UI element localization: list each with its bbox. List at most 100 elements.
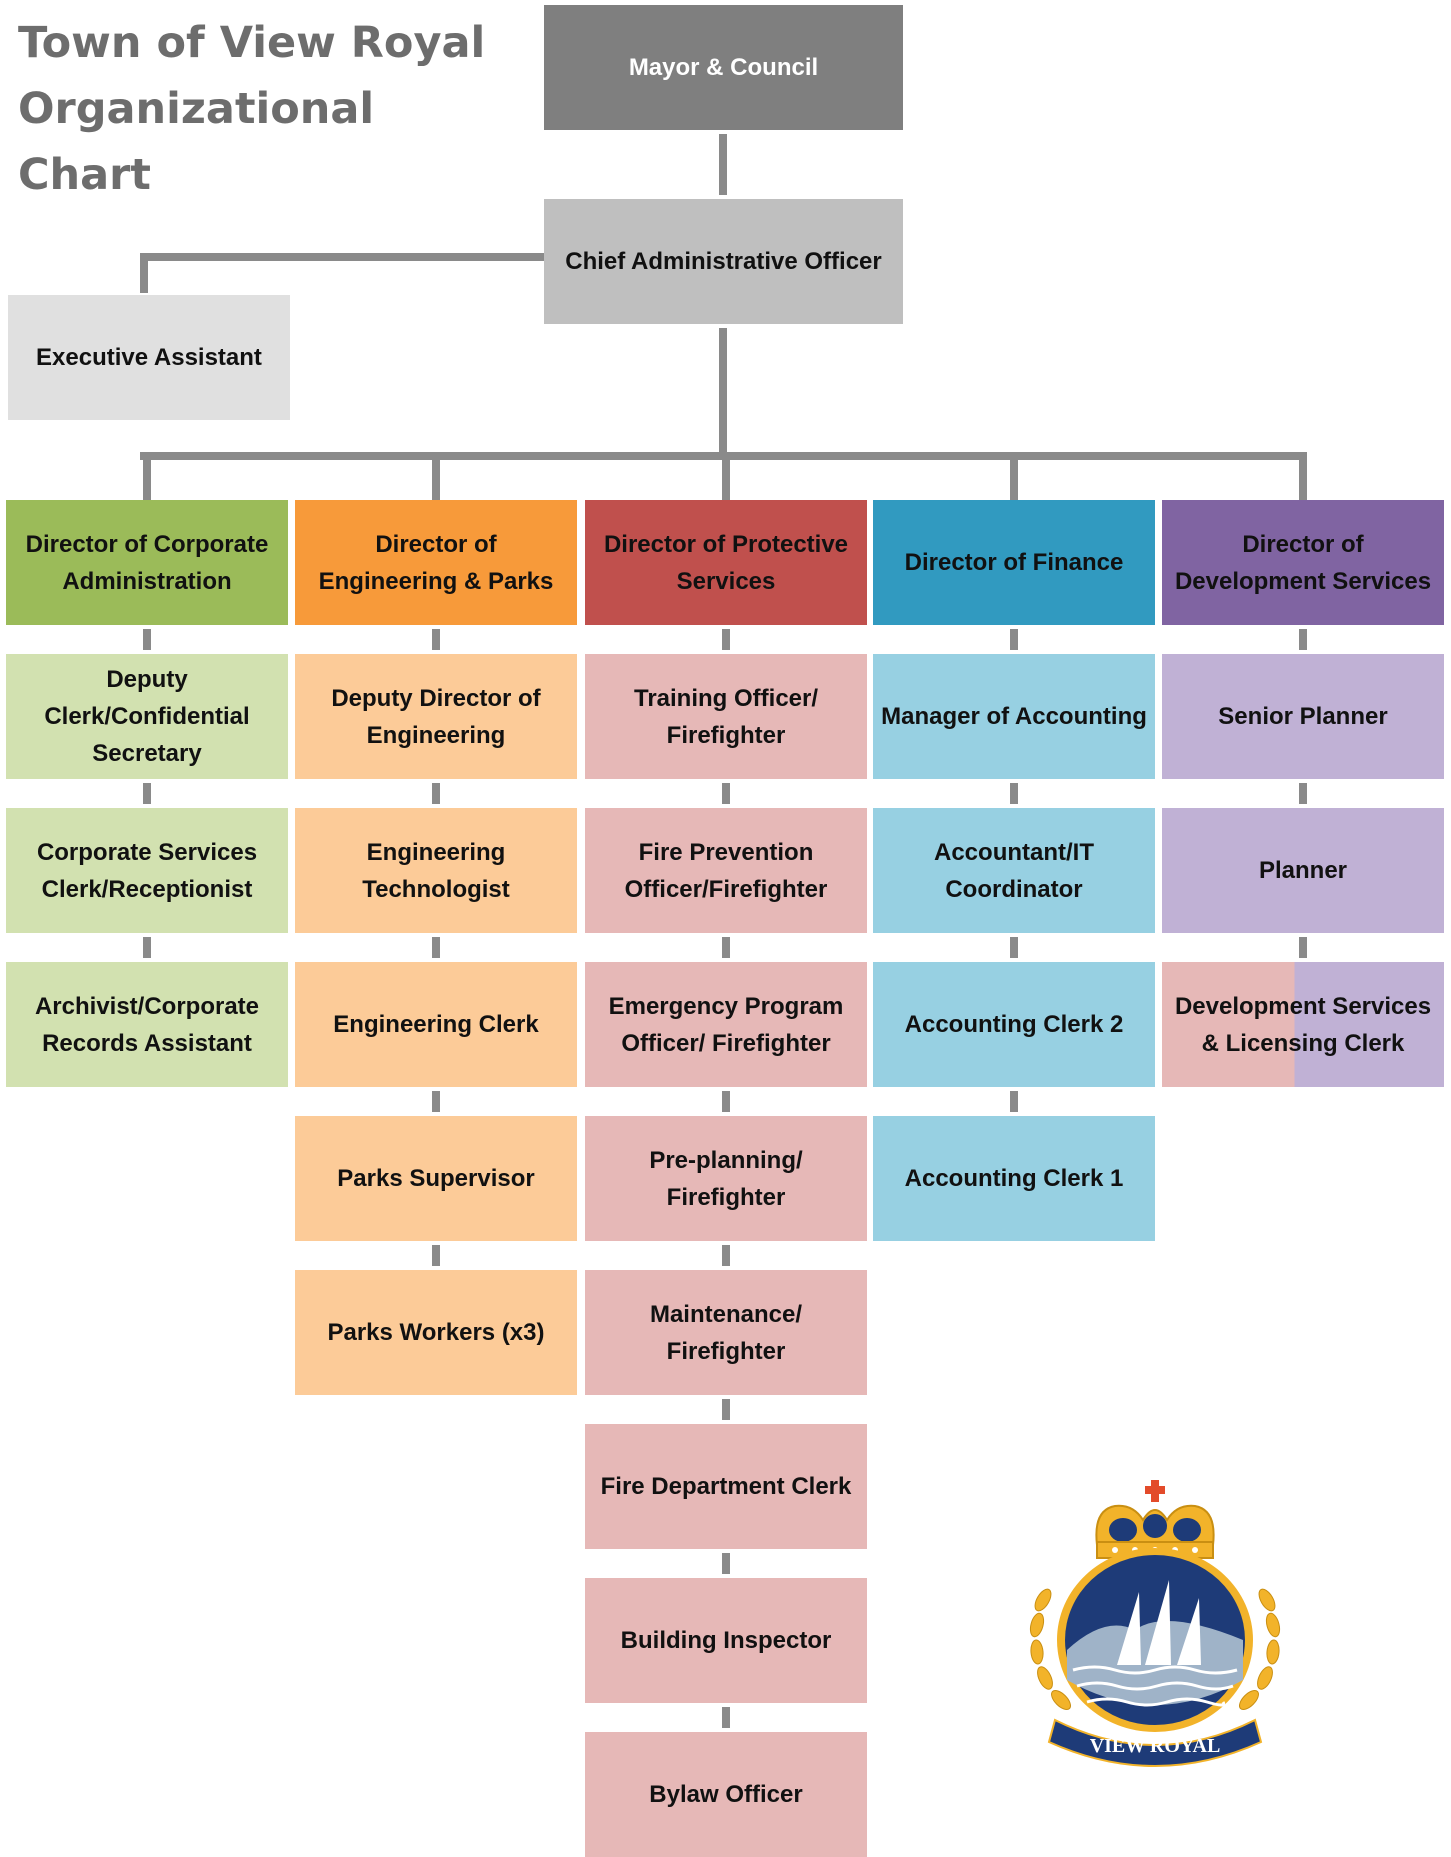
- staff-protective-services-5-box: Maintenance/ Firefighter: [585, 1270, 867, 1395]
- staff-protective-services-5-box-label: Maintenance/ Firefighter: [649, 1300, 803, 1365]
- logo-text: VIEW ROYAL: [1090, 1735, 1221, 1757]
- connector-protective-services-2: [722, 783, 730, 804]
- staff-protective-services-1-box-label: Training Officer/ Firefighter: [633, 684, 819, 749]
- staff-development-services-1-box-label: Senior Planner: [1218, 703, 1388, 730]
- connector-development-services-3: [1299, 937, 1307, 958]
- staff-protective-services-6-box-label: Fire Department Clerk: [600, 1473, 852, 1500]
- staff-protective-services-8-box: Bylaw Officer: [585, 1732, 867, 1857]
- cao-box: Chief Administrative Officer: [544, 199, 903, 324]
- executive-assistant-box-label: Executive Assistant: [36, 344, 262, 371]
- staff-protective-services-8-box-label: Bylaw Officer: [649, 1781, 803, 1808]
- staff-corporate-administration-3-box-label: Archivist/Corporate Records Assistant: [34, 992, 260, 1057]
- staff-development-services-1-box: Senior Planner: [1162, 654, 1444, 779]
- director-development-services-box: Director of Development Services: [1162, 500, 1444, 625]
- connector-engineering-parks-5: [432, 1245, 440, 1266]
- staff-finance-3-box: Accounting Clerk 2: [873, 962, 1155, 1087]
- staff-engineering-parks-4-box-label: Parks Supervisor: [337, 1165, 535, 1192]
- cao-to-ea-vertical-line: [140, 253, 148, 293]
- chart-title-line-1: Town of View Royal: [18, 18, 486, 68]
- connector-finance-2: [1010, 783, 1018, 804]
- mayor-council-box: Mayor & Council: [544, 5, 903, 130]
- staff-engineering-parks-3-box: Engineering Clerk: [295, 962, 577, 1087]
- staff-corporate-administration-1-box-label: Deputy Clerk/Confidential Secretary: [44, 666, 250, 767]
- drop-line-engineering-parks: [432, 452, 440, 500]
- staff-development-services-2-box: Planner: [1162, 808, 1444, 933]
- staff-development-services-3-box: Development Services & Licensing Clerk: [1162, 962, 1444, 1087]
- connector-finance-1: [1010, 629, 1018, 650]
- staff-engineering-parks-2-box: Engineering Technologist: [295, 808, 577, 933]
- cao-to-ea-horizontal-line: [140, 253, 544, 261]
- mayor-council-box-label: Mayor & Council: [628, 54, 819, 81]
- connector-corporate-administration-1: [143, 629, 151, 650]
- staff-protective-services-7-box: Building Inspector: [585, 1578, 867, 1703]
- connector-protective-services-8: [722, 1707, 730, 1728]
- chart-title: Town of View Royal Organizational Chart: [18, 10, 518, 208]
- connector-development-services-2: [1299, 783, 1307, 804]
- connector-corporate-administration-2: [143, 783, 151, 804]
- staff-corporate-administration-2-box: Corporate Services Clerk/Receptionist: [6, 808, 288, 933]
- staff-development-services-3-box-label: Development Services & Licensing Clerk: [1174, 992, 1432, 1057]
- staff-protective-services-3-box-label: Emergency Program Officer/ Firefighter: [608, 992, 844, 1057]
- staff-engineering-parks-1-box-label: Deputy Director of Engineering: [331, 684, 541, 749]
- staff-finance-1-box: Manager of Accounting: [873, 654, 1155, 779]
- staff-engineering-parks-5-box: Parks Workers (x3): [295, 1270, 577, 1395]
- staff-protective-services-2-box-label: Fire Prevention Officer/Firefighter: [624, 838, 828, 903]
- mayor-to-cao-line: [719, 134, 727, 195]
- staff-protective-services-1-box: Training Officer/ Firefighter: [585, 654, 867, 779]
- staff-engineering-parks-3-box-label: Engineering Clerk: [333, 1011, 539, 1038]
- staff-protective-services-4-box: Pre-planning/ Firefighter: [585, 1116, 867, 1241]
- staff-engineering-parks-1-box: Deputy Director of Engineering: [295, 654, 577, 779]
- connector-engineering-parks-4: [432, 1091, 440, 1112]
- staff-corporate-administration-3-box: Archivist/Corporate Records Assistant: [6, 962, 288, 1087]
- director-finance-box-label: Director of Finance: [904, 549, 1124, 576]
- connector-engineering-parks-1: [432, 629, 440, 650]
- staff-engineering-parks-4-box: Parks Supervisor: [295, 1116, 577, 1241]
- drop-line-development-services: [1299, 452, 1307, 500]
- connector-protective-services-7: [722, 1553, 730, 1574]
- director-corporate-administration-box: Director of Corporate Administration: [6, 500, 288, 625]
- director-protective-services-box-label: Director of Protective Services: [603, 530, 849, 595]
- drop-line-protective-services: [722, 452, 730, 500]
- staff-corporate-administration-1-box: Deputy Clerk/Confidential Secretary: [6, 654, 288, 779]
- drop-line-finance: [1010, 452, 1018, 500]
- connector-protective-services-3: [722, 937, 730, 958]
- connector-engineering-parks-3: [432, 937, 440, 958]
- staff-development-services-2-box-label: Planner: [1258, 857, 1348, 884]
- staff-protective-services-6-box: Fire Department Clerk: [585, 1424, 867, 1549]
- connector-finance-3: [1010, 937, 1018, 958]
- director-protective-services-box: Director of Protective Services: [585, 500, 867, 625]
- staff-protective-services-4-box-label: Pre-planning/ Firefighter: [649, 1146, 803, 1211]
- staff-finance-4-box-label: Accounting Clerk 1: [904, 1165, 1124, 1192]
- staff-finance-2-box-label: Accountant/IT Coordinator: [934, 838, 1094, 903]
- executive-assistant-box: Executive Assistant: [8, 295, 290, 420]
- staff-protective-services-7-box-label: Building Inspector: [620, 1627, 832, 1654]
- staff-corporate-administration-2-box-label: Corporate Services Clerk/Receptionist: [36, 838, 258, 903]
- director-finance-box: Director of Finance: [873, 500, 1155, 625]
- directors-bus-line: [140, 452, 1302, 460]
- view-royal-crest-logo: VIEW ROYAL: [1029, 1480, 1281, 1767]
- director-corporate-administration-box-label: Director of Corporate Administration: [25, 530, 269, 595]
- staff-engineering-parks-2-box-label: Engineering Technologist: [362, 838, 510, 903]
- cao-box-label: Chief Administrative Officer: [565, 248, 882, 275]
- staff-finance-2-box: Accountant/IT Coordinator: [873, 808, 1155, 933]
- staff-finance-3-box-label: Accounting Clerk 2: [904, 1011, 1124, 1038]
- director-engineering-parks-box: Director of Engineering & Parks: [295, 500, 577, 625]
- staff-protective-services-2-box: Fire Prevention Officer/Firefighter: [585, 808, 867, 933]
- connector-finance-4: [1010, 1091, 1018, 1112]
- staff-finance-1-box-label: Manager of Accounting: [881, 703, 1147, 730]
- staff-engineering-parks-5-box-label: Parks Workers (x3): [327, 1319, 545, 1346]
- director-development-services-box-label: Director of Development Services: [1174, 530, 1432, 595]
- director-engineering-parks-box-label: Director of Engineering & Parks: [318, 530, 554, 595]
- drop-line-corporate-administration: [143, 452, 151, 500]
- connector-protective-services-6: [722, 1399, 730, 1420]
- connector-protective-services-1: [722, 629, 730, 650]
- connector-engineering-parks-2: [432, 783, 440, 804]
- cao-to-directors-trunk-line: [719, 328, 727, 458]
- connector-protective-services-5: [722, 1245, 730, 1266]
- connector-corporate-administration-3: [143, 937, 151, 958]
- staff-finance-4-box: Accounting Clerk 1: [873, 1116, 1155, 1241]
- connector-protective-services-4: [722, 1091, 730, 1112]
- chart-title-line-2: Organizational Chart: [18, 84, 375, 200]
- connector-development-services-1: [1299, 629, 1307, 650]
